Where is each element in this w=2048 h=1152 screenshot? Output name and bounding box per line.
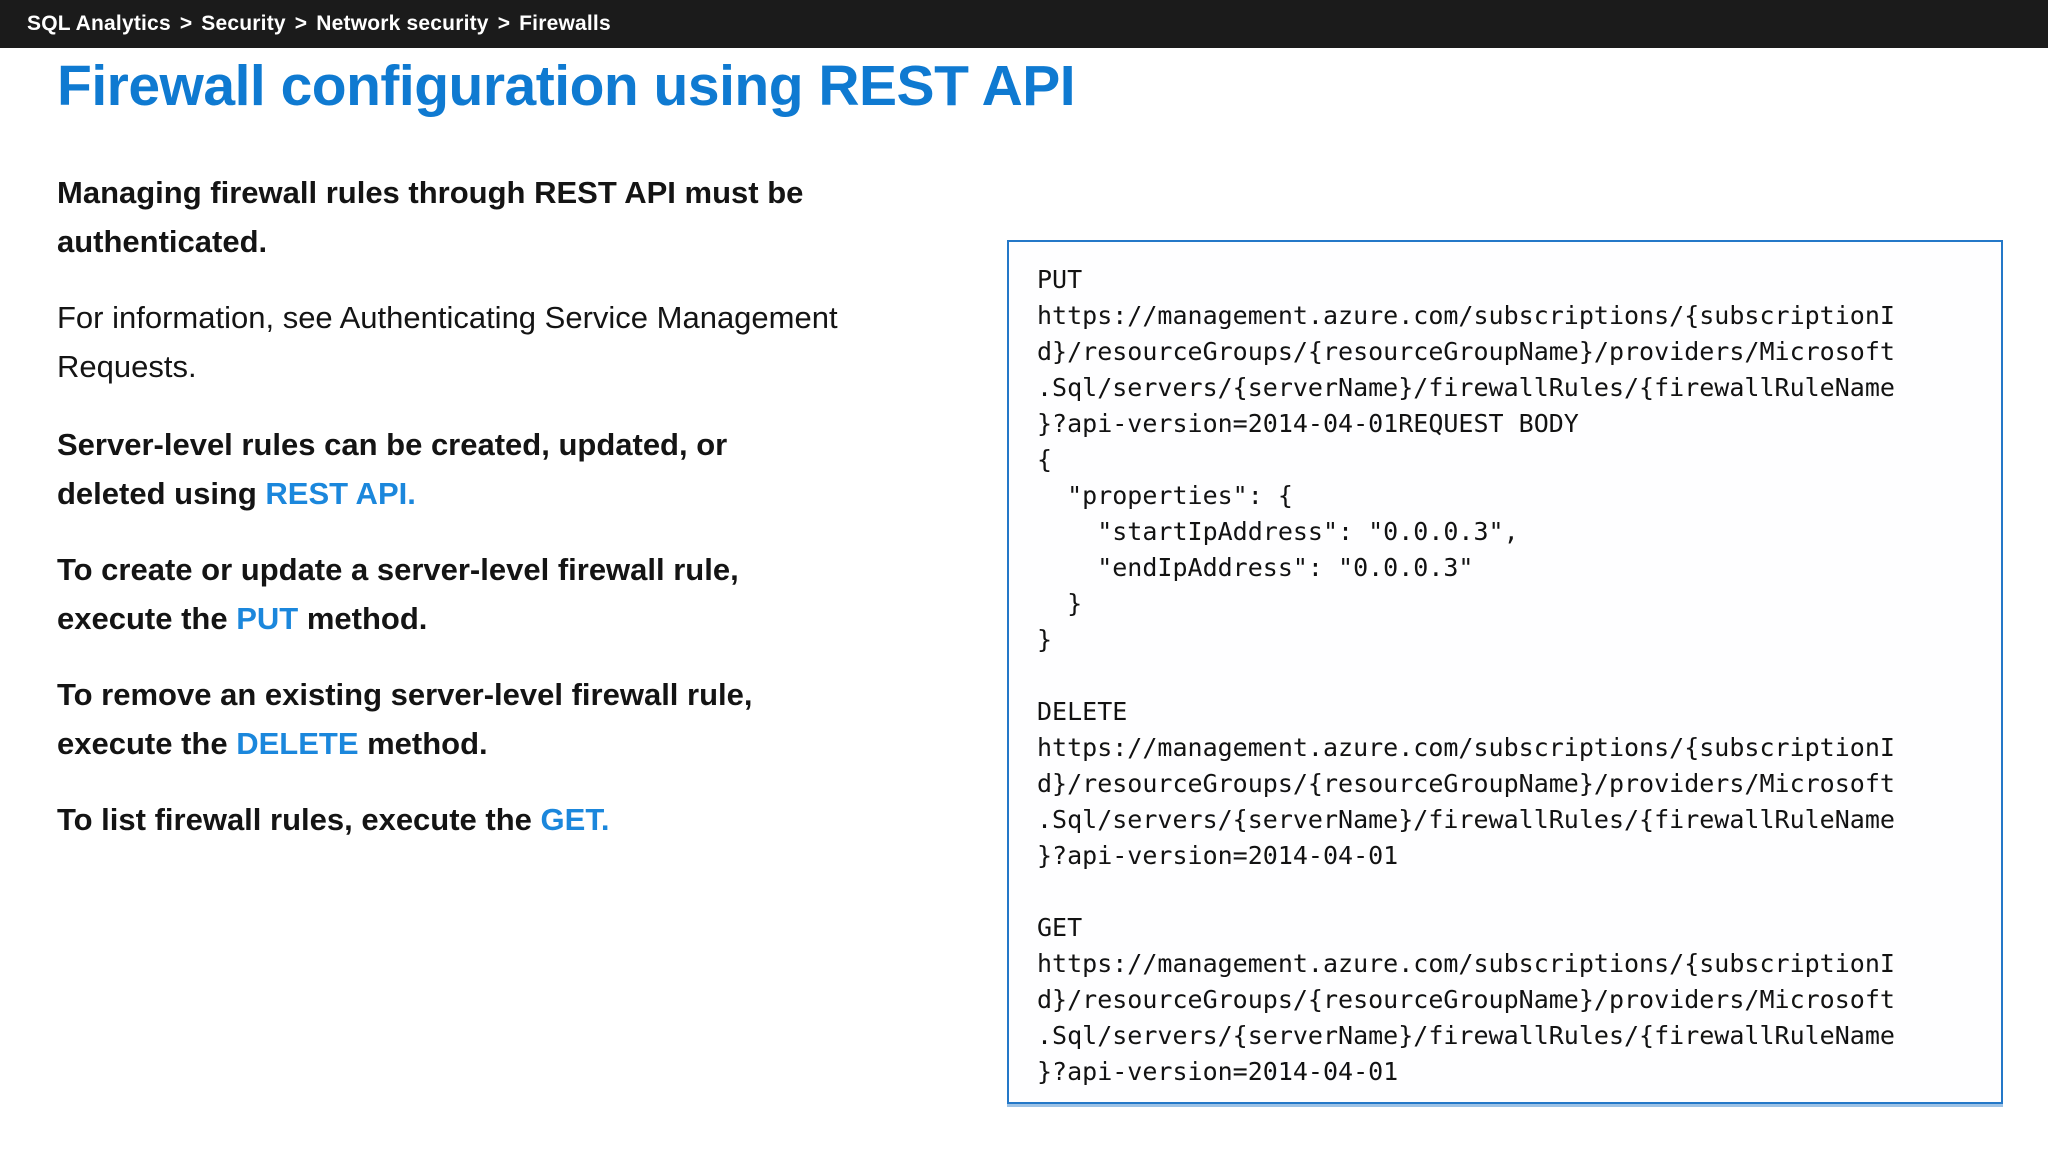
auth-info-paragraph: For information, see Authenticating Serv…	[57, 300, 838, 384]
delete-paragraph: To remove an existing server-level firew…	[57, 670, 977, 768]
server-rules-paragraph: Server-level rules can be created, updat…	[57, 420, 977, 518]
get-request-code: GET https://management.azure.com/subscri…	[1037, 913, 1895, 1086]
put-paragraph-suffix: method.	[298, 601, 428, 636]
breadcrumb-item-firewalls[interactable]: Firewalls	[519, 12, 611, 35]
delete-paragraph-suffix: method.	[358, 726, 488, 761]
breadcrumb-separator: >	[497, 12, 511, 35]
server-rules-text: Server-level rules can be created, updat…	[57, 427, 728, 511]
breadcrumb-item-network-security[interactable]: Network security	[316, 12, 489, 35]
breadcrumb-separator: >	[179, 12, 193, 35]
put-paragraph: To create or update a server-level firew…	[57, 545, 977, 643]
delete-request-code: DELETE https://management.azure.com/subs…	[1037, 697, 1895, 870]
put-request-code: PUT https://management.azure.com/subscri…	[1037, 265, 1895, 654]
delete-link[interactable]: DELETE	[236, 726, 359, 761]
code-panel: PUT https://management.azure.com/subscri…	[1007, 240, 2003, 1104]
body-text-column: Managing firewall rules through REST API…	[57, 168, 977, 871]
get-link[interactable]: GET.	[540, 802, 610, 837]
breadcrumb-item-security[interactable]: Security	[201, 12, 286, 35]
put-paragraph-text: To create or update a server-level firew…	[57, 552, 739, 636]
get-paragraph: To list firewall rules, execute the GET.	[57, 795, 977, 844]
intro-paragraph: Managing firewall rules through REST API…	[57, 175, 804, 259]
page-title: Firewall configuration using REST API	[57, 54, 1076, 118]
breadcrumb: SQL Analytics > Security > Network secur…	[27, 12, 611, 36]
breadcrumb-separator: >	[294, 12, 308, 35]
delete-paragraph-text: To remove an existing server-level firew…	[57, 677, 753, 761]
get-paragraph-text: To list firewall rules, execute the	[57, 802, 541, 837]
breadcrumb-bar: SQL Analytics > Security > Network secur…	[0, 0, 2048, 48]
rest-api-link[interactable]: REST API.	[265, 476, 416, 511]
breadcrumb-item-sql-analytics[interactable]: SQL Analytics	[27, 12, 171, 35]
put-link[interactable]: PUT	[236, 601, 299, 636]
